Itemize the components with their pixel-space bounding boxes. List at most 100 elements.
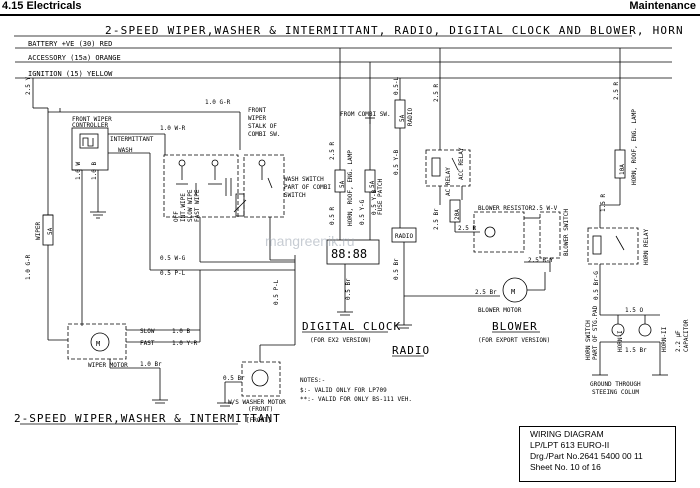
controller-label-1: FRONT WIPER: [72, 116, 112, 123]
wire-2.5y: 2.5 Y: [25, 77, 32, 95]
wire-0.5pl: 0.5 P-L: [160, 270, 186, 277]
pos-fast: FAST WIPE: [194, 189, 201, 222]
capacitor-label-1: 2.2 µF: [675, 330, 682, 352]
radio-box-label: RADIO: [395, 233, 413, 240]
wire-0.5br-blower: 2.5 Br: [433, 208, 440, 230]
ignition-rail-label: IGNITION (15) YELLOW: [28, 70, 113, 78]
pos-slow: SLOW WIPE: [187, 189, 194, 222]
wire-2.5r-clock: 2.5 R: [329, 142, 336, 160]
wiper-stalk-switch[interactable]: [163, 154, 239, 218]
info-line-2: LP/LPT 613 EURO-II: [530, 440, 610, 450]
ground-label-2: STEEING COLUM: [592, 389, 639, 396]
digital-clock-box: [326, 239, 380, 265]
acc-relay-label: ACC RELAY: [458, 147, 465, 180]
wash-switch-label-3: SWITCH: [284, 192, 306, 199]
stalk-label-1: FRONT: [248, 107, 266, 114]
pos-int: INT.WIPE: [180, 193, 187, 222]
blower-fuse-label: AC RELAY: [445, 167, 452, 196]
wire-1.0yr: 1.0 Y-R: [172, 340, 198, 347]
wiper-caption-suffix: [FRONT]: [246, 417, 271, 424]
blower-circuit: M: [425, 48, 561, 303]
horn-switch-label-1: HORN SWITCH: [585, 320, 592, 360]
blower-resistor-box: [473, 211, 525, 253]
acc-relay-box: [425, 149, 471, 187]
horn-fuse-label: HORN, ROOF, ENG. LAMP: [631, 109, 638, 185]
svg-text:M: M: [96, 340, 100, 348]
wire-1.0b-2: 1.0 B: [172, 328, 190, 335]
wire-0.5yg-clock: 0.5 Y-G: [359, 199, 366, 225]
wiper-fuse-value: 5A: [47, 227, 54, 235]
notes-title: NOTES:-: [300, 377, 325, 384]
washer-motor-box: [241, 361, 281, 397]
radio-circuit: [365, 78, 500, 329]
washer-motor-label-2: (FRONT): [248, 406, 273, 413]
wiper-fuse-label: WIPER: [35, 222, 42, 240]
wiper-controller-box: [71, 127, 109, 171]
wash-label: WASH: [118, 147, 133, 154]
radio-fuse-value: 5A: [399, 114, 406, 122]
wire-1.0b: 1.0 B: [91, 162, 98, 180]
clock-fuse-1-value: 5A: [339, 180, 346, 188]
wiper-circuit: M: [32, 78, 296, 407]
blower-switch-box[interactable]: [539, 211, 561, 259]
blower-switch-label: BLOWER SWITCH: [563, 209, 570, 256]
combi-label: FROM COMBI SW.: [340, 111, 391, 118]
section-category: Maintenance: [629, 0, 696, 12]
radio-caption: RADIO: [392, 344, 430, 357]
section-title: 4.15 Electricals: [2, 0, 82, 12]
wire-2.5r-horn: 2.5 R: [613, 82, 620, 100]
ground-label-1: GROUND THROUGH: [590, 381, 641, 388]
wire-2.5r-blower: 2.5 R: [433, 84, 440, 102]
wire-0.5yb-2: 0.5 Y-B: [371, 189, 378, 215]
wire-2.5br: 2.5 Br: [475, 289, 497, 296]
wire-1.5o: 1.5 O: [625, 307, 643, 314]
info-box: WIRING DIAGRAM LP/LPT 613 EURO-II Drg./P…: [519, 426, 676, 482]
blower-caption: BLOWER: [492, 320, 538, 333]
wiper-motor-label: WIPER MOTOR: [88, 362, 128, 369]
wire-0.5br-clock: 0.5 Br: [345, 278, 352, 300]
clock-fuse-1-label: HORN, ROOF, ENG. LAMP: [347, 150, 354, 226]
horn-circuit: [587, 48, 668, 376]
info-line-3: Drg./Part No.2641 5400 00 11: [530, 451, 643, 461]
wire-1.5br: 1.5 Br: [625, 347, 647, 354]
wire-1.0gr-2: 1.0 G-R: [25, 254, 32, 280]
wire-0.5br-radio: 0.5 Br: [393, 258, 400, 280]
horn-switch-label-2: PART OF STG.PAD: [592, 305, 599, 360]
blower-note: (FOR EXPORT VERSION): [478, 337, 550, 344]
blower-resistor-label: BLOWER RESISTOR: [478, 205, 533, 212]
wire-0.5r-clock: 0.5 R: [329, 207, 336, 225]
wiper-motor-symbol: [90, 332, 110, 352]
wire-0.5wg: 0.5 W-G: [160, 255, 186, 262]
clock-caption: DIGITAL CLOCK: [302, 320, 401, 333]
blower-fuse-value: 20A: [454, 209, 461, 220]
wire-0.5l-radio: 0.5-L: [393, 77, 400, 95]
horn-relay-box: [587, 227, 639, 265]
radio-fuse: [394, 99, 406, 129]
wash-switch-label-1: WASH SWITCH: [284, 176, 324, 183]
wire-0.5br: 0.5 Br: [223, 375, 245, 382]
wash-switch[interactable]: [243, 154, 285, 218]
washer-motor-symbol: [251, 369, 269, 387]
clock-note: (FOR EX2 VERSION): [310, 337, 371, 344]
wire-0.5brg: 0.5 Br-G: [593, 271, 600, 300]
pos-off: OFF: [173, 211, 180, 222]
stalk-label-4: COMBI SW.: [248, 131, 281, 138]
wire-2.5wv: 2.5 W-V: [532, 205, 558, 212]
wiper-motor-box: [67, 323, 127, 360]
horn-fuse-value: 10A: [619, 164, 626, 175]
wiper-caption: 2-SPEED WIPER,WASHER & INTERMITTANT: [14, 412, 281, 425]
horn-relay-label: HORN RELAY: [643, 228, 650, 265]
wire-0.5yb-radio: 0.5 Y-B: [393, 149, 400, 175]
clock-display: 88:88: [331, 247, 367, 261]
wire-0.5pl-2: 0.5 P-L: [273, 279, 280, 305]
stalk-label-2: WIPER: [248, 115, 266, 122]
wire-2.5ry: 2.5 R-Y: [528, 257, 554, 264]
watermark: mangreenik.ru: [265, 233, 355, 249]
page-header: 4.15 Electricals Maintenance: [0, 0, 700, 16]
diagram-title: 2-SPEED WIPER,WASHER & INTERMITTANT, RAD…: [105, 24, 684, 37]
horn-1-label: HORN-I: [617, 330, 624, 352]
accessory-rail-label: ACCESSORY (15a) ORANGE: [28, 54, 121, 62]
radio-fuse-label: RADIO: [407, 108, 414, 126]
wire-1.0br: 1.0 Br: [140, 361, 162, 368]
horn-2-symbol: [638, 323, 652, 337]
